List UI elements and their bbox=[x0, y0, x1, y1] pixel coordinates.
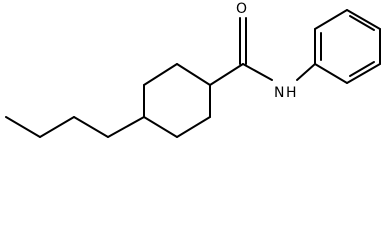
molecule-structure: O N H bbox=[5, 1, 381, 138]
bond-nitrogen-to-phenyl bbox=[296, 63, 316, 81]
hydrogen-label: H bbox=[286, 85, 297, 101]
bond-chain-to-ring bbox=[107, 116, 145, 138]
bond-chain-2 bbox=[39, 116, 75, 138]
bond-ring-to-carbonyl bbox=[209, 63, 244, 86]
phenyl-inner-bond-3 bbox=[349, 61, 375, 77]
ring-bond-6 bbox=[143, 116, 178, 138]
bond-chain-1 bbox=[5, 116, 41, 138]
bond-chain-3 bbox=[73, 116, 109, 138]
phenyl-bond-2 bbox=[314, 9, 348, 30]
ring-bond-2 bbox=[143, 63, 178, 86]
phenyl-bond-5 bbox=[346, 63, 381, 84]
ring-bond-5 bbox=[176, 116, 211, 138]
nitrogen-label: N bbox=[274, 85, 284, 101]
phenyl-bond-6 bbox=[314, 63, 348, 84]
amide-group: O N H bbox=[209, 1, 316, 101]
ring-bond-3 bbox=[176, 63, 211, 86]
cyclohexane-ring bbox=[143, 63, 211, 138]
phenyl-ring bbox=[314, 9, 381, 84]
butyl-chain bbox=[5, 116, 145, 138]
bond-carbonyl-to-nitrogen bbox=[242, 63, 273, 81]
phenyl-inner-bond-2 bbox=[349, 15, 375, 31]
oxygen-label: O bbox=[236, 1, 247, 17]
phenyl-bond-3 bbox=[346, 9, 381, 30]
